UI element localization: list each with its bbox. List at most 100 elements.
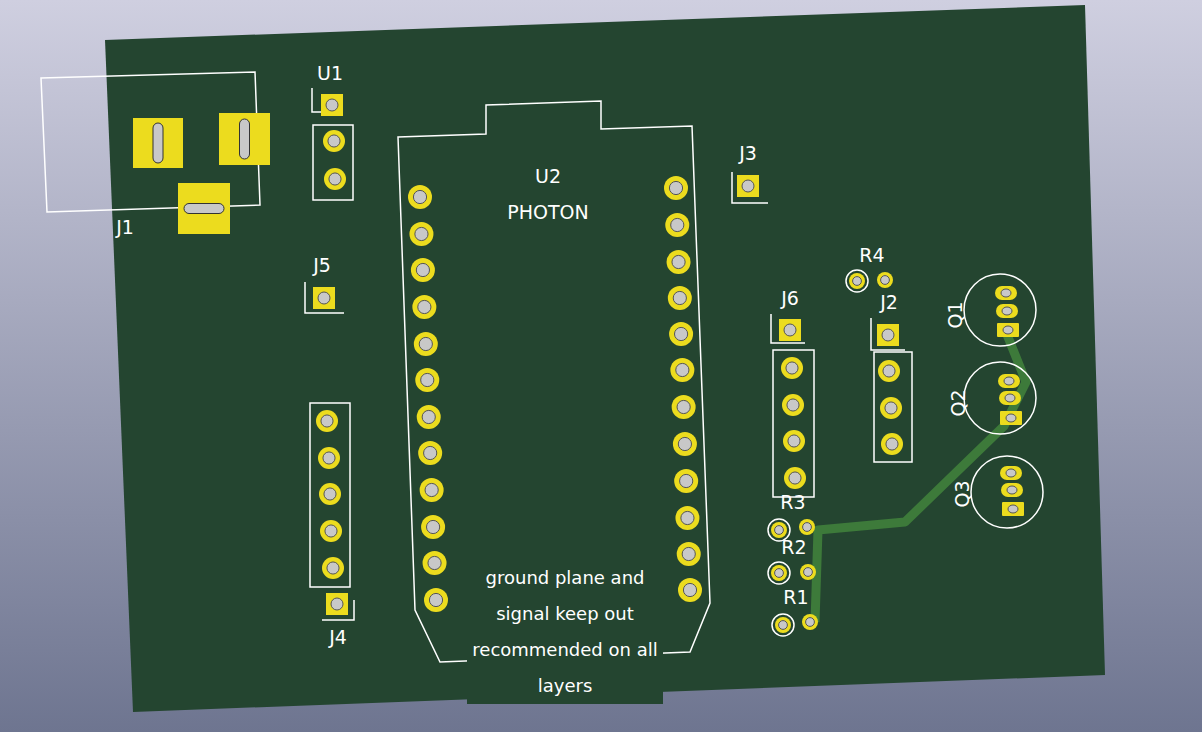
round-pad xyxy=(420,478,444,502)
transistor-pad xyxy=(998,374,1020,388)
round-pad xyxy=(668,286,692,310)
drill-hole xyxy=(678,437,691,450)
round-pad xyxy=(783,430,805,452)
drill-hole xyxy=(885,402,897,414)
header-outline xyxy=(313,125,353,200)
pin1-mark xyxy=(732,172,768,203)
resistor-mark xyxy=(768,562,790,584)
drill-hole xyxy=(1008,505,1018,513)
slot-hole xyxy=(153,123,163,163)
transistor-pad xyxy=(1001,483,1023,497)
drill-hole xyxy=(886,438,898,450)
square-pad xyxy=(326,593,348,615)
slot-hole xyxy=(240,119,250,159)
drill-hole xyxy=(786,362,798,374)
header-outline xyxy=(310,403,350,587)
round-pad xyxy=(675,506,699,530)
round-pad xyxy=(414,332,438,356)
round-pad xyxy=(674,469,698,493)
round-pad xyxy=(418,441,442,465)
square-pad xyxy=(321,94,343,116)
drill-hole xyxy=(1005,394,1015,402)
drill-hole xyxy=(429,593,442,606)
round-pad xyxy=(784,467,806,489)
drill-hole xyxy=(674,327,687,340)
drill-hole xyxy=(1004,377,1014,385)
transistor-outline xyxy=(964,274,1036,346)
square-pad xyxy=(779,319,801,341)
jack-pad xyxy=(133,118,183,168)
drill-hole xyxy=(779,621,788,630)
drill-hole xyxy=(324,488,336,500)
copper-trace xyxy=(815,332,1026,622)
drill-hole xyxy=(881,276,890,285)
square-pad xyxy=(737,175,759,197)
reference-label: J3 xyxy=(739,144,757,163)
round-pad xyxy=(678,578,702,602)
round-pad xyxy=(417,405,441,429)
drill-hole xyxy=(331,598,343,610)
drill-hole xyxy=(413,190,426,203)
round-pad xyxy=(665,213,689,237)
round-pad xyxy=(411,258,435,282)
round-pad xyxy=(412,295,436,319)
round-pad xyxy=(881,433,903,455)
reference-label: J1 xyxy=(116,218,134,237)
transistor-pad xyxy=(997,323,1019,337)
header-outline xyxy=(874,352,912,462)
reference-label: Q3 xyxy=(953,480,972,507)
round-pad xyxy=(409,222,433,246)
reference-label: Q1 xyxy=(946,301,965,328)
pin1-mark xyxy=(305,282,344,313)
drill-hole xyxy=(318,292,330,304)
round-pad xyxy=(782,394,804,416)
round-pad xyxy=(670,358,694,382)
round-pad xyxy=(849,273,865,289)
round-pad xyxy=(423,551,447,575)
transistor-pad xyxy=(996,304,1018,318)
round-pad xyxy=(415,368,439,392)
reference-label: Q2 xyxy=(949,389,968,416)
drill-hole xyxy=(425,483,438,496)
round-pad xyxy=(880,397,902,419)
reference-label: R1 xyxy=(783,588,808,607)
drill-hole xyxy=(680,474,693,487)
drill-hole xyxy=(784,324,796,336)
drill-hole xyxy=(421,373,434,386)
transistor-pad xyxy=(999,391,1021,405)
drill-hole xyxy=(883,365,895,377)
reference-label: J5 xyxy=(313,256,331,275)
round-pad xyxy=(324,168,346,190)
round-pad xyxy=(771,565,787,581)
reference-label: R3 xyxy=(780,493,805,512)
round-pad xyxy=(669,322,693,346)
round-pad xyxy=(878,360,900,382)
transistor-pad xyxy=(995,286,1017,300)
round-pad xyxy=(424,588,448,612)
drill-hole xyxy=(1006,414,1016,422)
drill-hole xyxy=(682,547,695,560)
round-pad xyxy=(673,432,697,456)
round-pad xyxy=(318,447,340,469)
reference-label: PHOTON xyxy=(507,203,588,222)
drill-hole xyxy=(327,562,339,574)
drill-hole xyxy=(806,618,815,627)
drill-hole xyxy=(787,399,799,411)
drill-hole xyxy=(328,135,340,147)
drill-hole xyxy=(1001,289,1011,297)
drill-hole xyxy=(419,337,432,350)
round-pad xyxy=(667,250,691,274)
drill-hole xyxy=(803,523,812,532)
drill-hole xyxy=(415,227,428,240)
pin1-mark xyxy=(771,314,805,343)
slot-hole xyxy=(184,204,224,214)
drill-hole xyxy=(329,173,341,185)
drill-hole xyxy=(788,435,800,447)
round-pad xyxy=(322,557,344,579)
drill-hole xyxy=(775,569,784,578)
round-pad xyxy=(408,185,432,209)
drill-hole xyxy=(326,99,338,111)
drill-hole xyxy=(789,472,801,484)
round-pad xyxy=(323,130,345,152)
